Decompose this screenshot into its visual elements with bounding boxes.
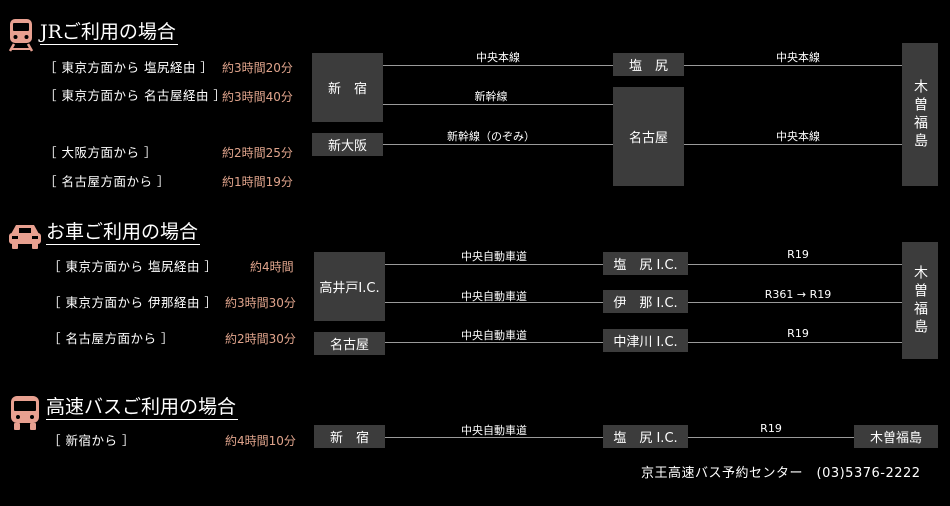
jr-line-shinjuku-nagoya [383, 104, 613, 105]
bus-stop-shinjuku: 新 宿 [314, 425, 385, 448]
jr-line-label: 新幹線（のぞみ） [447, 130, 535, 143]
bus-route-label: ［ 新宿から ］ [48, 433, 135, 448]
jr-line-shiojiri-kiso [684, 65, 902, 66]
jr-route-time: 約2時間25分 [222, 146, 293, 160]
car-line-b [688, 302, 902, 303]
jr-route-time: 約3時間20分 [222, 61, 293, 75]
bus-line-b [688, 437, 854, 438]
jr-line-label: 新幹線 [474, 90, 508, 103]
car-line-b [688, 264, 902, 265]
jr-route-label: ［ 東京方面から 塩尻経由 ］ [44, 60, 214, 75]
car-line-label: R19 [787, 248, 809, 261]
car-line-label: 中央自動車道 [461, 290, 527, 303]
train-icon [8, 18, 34, 52]
station-shiojiri: 塩 尻 [613, 53, 684, 76]
car-section-title: お車ご利用の場合 [46, 221, 201, 245]
jr-route-time: 約3時間40分 [222, 90, 293, 104]
jr-line-osaka-nagoya [383, 144, 613, 145]
jr-route-time: 約1時間19分 [222, 175, 293, 189]
ic-takaido: 高井戸I.C. [314, 252, 385, 321]
car-line-a [385, 302, 603, 303]
jr-line-nagoya-kiso [684, 144, 902, 145]
bus-line-label: R19 [760, 422, 782, 435]
bus-icon [10, 395, 40, 431]
car-icon [8, 222, 42, 250]
station-kiso-fukushima: 木曽福島 [902, 242, 938, 359]
bus-stop-kiso-fukushima: 木曽福島 [854, 425, 938, 448]
car-route-label: ［ 東京方面から 伊那経由 ］ [48, 295, 218, 310]
car-route-label: ［ 東京方面から 塩尻経由 ］ [48, 259, 218, 274]
ic-shiojiri: 塩 尻 I.C. [603, 252, 688, 275]
jr-route-label: ［ 東京方面から 名古屋経由 ］ [44, 88, 227, 103]
ic-nagoya: 名古屋 [314, 332, 385, 355]
car-route-time: 約3時間30分 [225, 296, 296, 310]
car-line-label: 中央自動車道 [461, 250, 527, 263]
jr-line-label: 中央本線 [776, 130, 820, 143]
station-nagoya: 名古屋 [613, 87, 684, 186]
bus-route-time: 約4時間10分 [225, 434, 296, 448]
car-route-time: 約4時間 [250, 260, 294, 274]
car-line-a [385, 264, 603, 265]
car-line-label: R19 [787, 327, 809, 340]
car-line-b [688, 342, 902, 343]
car-route-label: ［ 名古屋方面から ］ [48, 331, 174, 346]
jr-line-shinjuku-shiojiri [383, 65, 613, 66]
station-shinjuku: 新 宿 [312, 53, 383, 122]
jr-route-label: ［ 大阪方面から ］ [44, 145, 157, 160]
ic-ina: 伊 那 I.C. [603, 290, 688, 313]
bus-line-label: 中央自動車道 [461, 424, 527, 437]
station-shin-osaka: 新大阪 [312, 133, 383, 156]
bus-line-a [385, 437, 603, 438]
ic-nakatsugawa: 中津川 I.C. [603, 329, 688, 352]
car-line-label: R361 → R19 [764, 288, 832, 301]
bus-section-title: 高速バスご利用の場合 [46, 396, 239, 420]
station-kiso-fukushima: 木曽福島 [902, 43, 938, 186]
jr-line-label: 中央本線 [476, 51, 520, 64]
bus-stop-shiojiri: 塩 尻 I.C. [603, 425, 688, 448]
car-line-a [385, 342, 603, 343]
jr-route-label: ［ 名古屋方面から ］ [44, 174, 170, 189]
reservation-contact: 京王高速バス予約センター (03)5376-2222 [641, 466, 921, 481]
jr-section-title: JRご利用の場合 [40, 21, 178, 45]
car-route-time: 約2時間30分 [225, 332, 296, 346]
car-line-label: 中央自動車道 [461, 329, 527, 342]
jr-line-label: 中央本線 [776, 51, 820, 64]
